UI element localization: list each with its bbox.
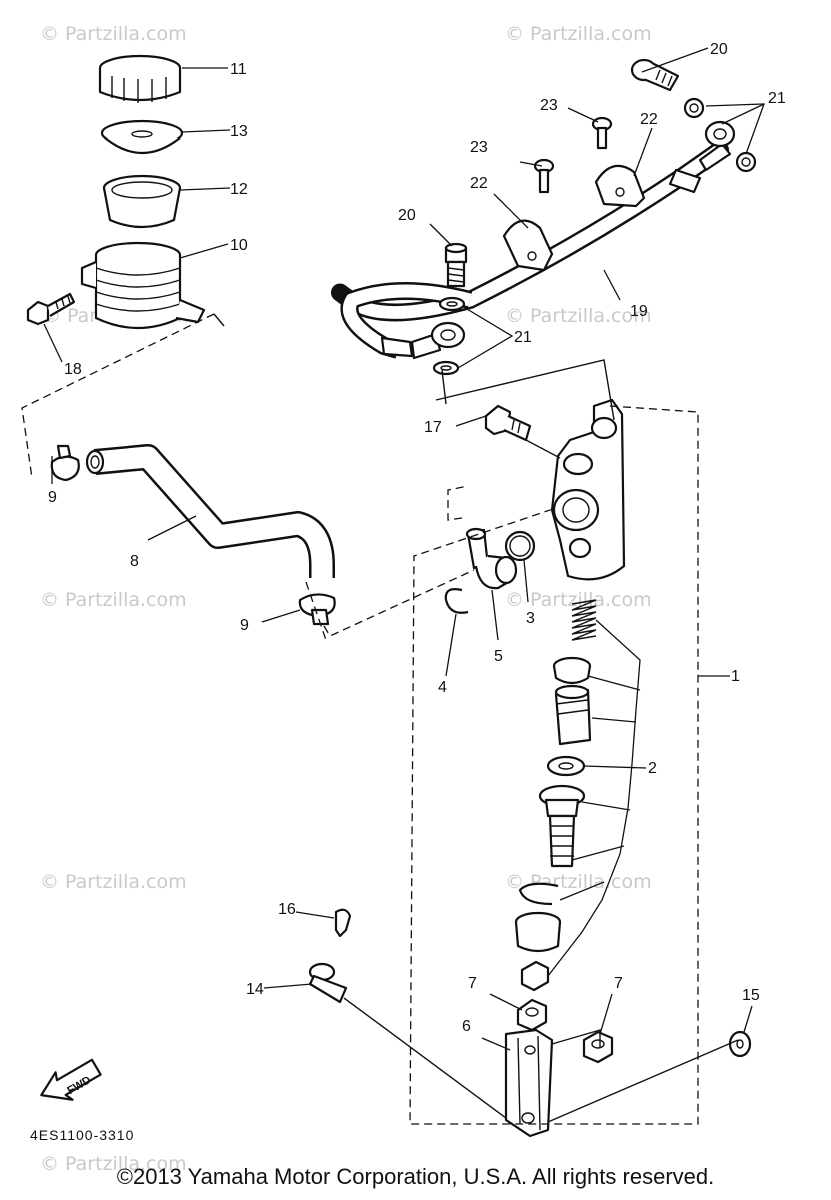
callout-7: 7 <box>614 975 623 992</box>
callout-21: 21 <box>514 329 532 346</box>
callout-17: 17 <box>424 419 442 436</box>
callout-9: 9 <box>48 489 57 506</box>
reservoir-cap <box>98 54 182 103</box>
callout-2: 2 <box>648 760 657 777</box>
callout-18: 18 <box>64 361 82 378</box>
callout-10: 10 <box>230 237 248 254</box>
union-bolt <box>444 242 468 288</box>
cotter-pin <box>334 908 352 938</box>
seal <box>546 755 586 777</box>
hose-holder <box>594 164 646 208</box>
piston <box>554 684 592 746</box>
circlip <box>444 588 469 614</box>
watermark: © Partzilla.com <box>40 871 187 893</box>
callout-21: 21 <box>768 90 786 107</box>
watermark: © Partzilla.com <box>40 589 187 611</box>
gasket <box>438 296 466 312</box>
callout-23: 23 <box>470 139 488 156</box>
callout-8: 8 <box>130 553 139 570</box>
diaphragm-holder <box>100 119 184 155</box>
callout-7: 7 <box>468 975 477 992</box>
spring <box>571 599 597 641</box>
callout-19: 19 <box>630 303 648 320</box>
callout-22: 22 <box>640 111 658 128</box>
nut <box>516 998 548 1032</box>
diagram-code: 4ES1100-3310 <box>30 1127 134 1143</box>
callout-14: 14 <box>246 981 264 998</box>
callout-20: 20 <box>398 207 416 224</box>
watermark: © Partzilla.com <box>40 23 187 45</box>
cup <box>552 656 592 685</box>
watermark: © Partzilla.com <box>505 23 652 45</box>
banjo-fitting <box>704 120 736 148</box>
boot <box>514 911 562 953</box>
callout-20: 20 <box>710 41 728 58</box>
o-ring <box>504 530 536 562</box>
hose-holder <box>502 219 554 272</box>
clevis <box>504 1028 554 1138</box>
screw <box>591 116 613 150</box>
copyright-notice: ©2013 Yamaha Motor Corporation, U.S.A. A… <box>116 1164 715 1189</box>
master-cylinder-body <box>550 398 626 581</box>
screw <box>533 158 555 194</box>
callout-9: 9 <box>240 617 249 634</box>
fwd-arrow: FWD <box>40 1058 102 1101</box>
clevis-pin <box>308 962 348 1004</box>
callout-4: 4 <box>438 679 447 696</box>
watermark: © Partzilla.com <box>505 305 652 327</box>
union-bolt <box>630 58 680 92</box>
callout-1: 1 <box>731 668 740 685</box>
callout-6: 6 <box>462 1018 471 1035</box>
watermark: © Partzilla.com <box>505 589 652 611</box>
callout-12: 12 <box>230 181 248 198</box>
bolt <box>26 292 76 326</box>
reservoir-tank <box>80 241 206 330</box>
leader-lines <box>43 47 765 1051</box>
callout-16: 16 <box>278 901 296 918</box>
callout-23: 23 <box>540 97 558 114</box>
callout-11: 11 <box>230 61 247 78</box>
circlip <box>518 882 559 906</box>
hose-clamp <box>298 593 336 626</box>
bolt <box>484 404 532 442</box>
hose-joint <box>465 527 518 590</box>
gasket <box>432 360 460 376</box>
callout-3: 3 <box>526 610 535 627</box>
callout-15: 15 <box>742 987 760 1004</box>
assembly-lines <box>21 313 739 1125</box>
hose <box>85 444 335 578</box>
gasket <box>683 97 705 119</box>
nut <box>520 960 550 992</box>
banjo-fitting <box>430 321 466 349</box>
callout-labels: 1 2 3 4 5 6 7 7 8 9 9 10 11 12 13 14 15 … <box>48 41 786 1035</box>
callout-22: 22 <box>470 175 488 192</box>
nut <box>582 1030 614 1064</box>
push-rod <box>538 784 586 868</box>
callout-13: 13 <box>230 123 248 140</box>
washer <box>728 1030 752 1058</box>
hose-clamp <box>50 444 80 482</box>
callout-5: 5 <box>494 648 503 665</box>
diaphragm <box>102 174 182 229</box>
watermark: © Partzilla.com <box>40 1153 187 1175</box>
gasket <box>735 151 757 173</box>
